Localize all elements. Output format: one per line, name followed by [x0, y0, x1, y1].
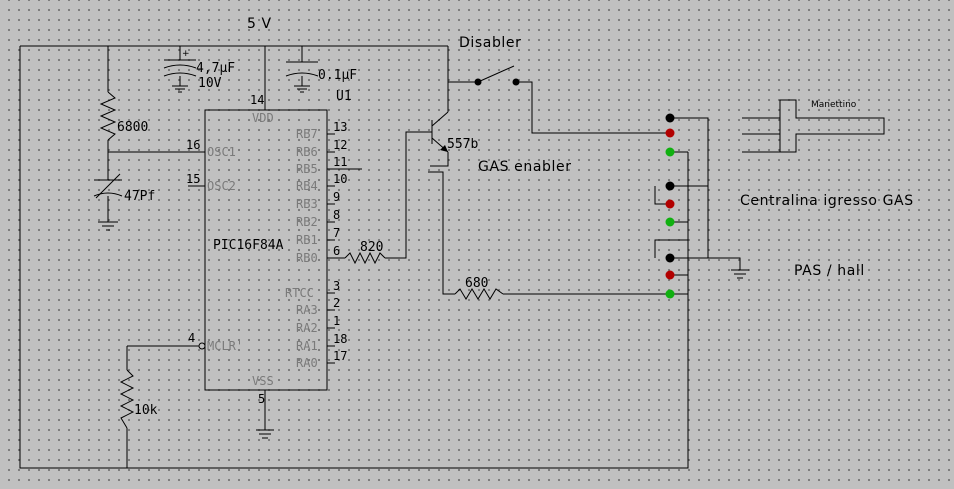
osc2-pin-num: 15 — [186, 172, 200, 186]
pin-name: RB2 — [296, 215, 318, 229]
chip-ref-label: U1 — [336, 89, 352, 104]
resistor-820 — [344, 251, 386, 265]
connector-pin-red[interactable] — [665, 128, 675, 138]
connector-pin-green[interactable] — [665, 147, 675, 157]
connector-pin-black[interactable] — [665, 253, 675, 263]
pin-num: 2 — [333, 296, 340, 310]
r-base-label: 820 — [360, 240, 383, 255]
mclr-pin-name: MCLR' — [207, 339, 243, 353]
capacitor-c1 — [163, 59, 197, 93]
connector-pin-red[interactable] — [665, 270, 675, 280]
capacitor-c3 — [93, 173, 123, 231]
disabler-label: Disabler — [459, 35, 522, 51]
pin-num: 12 — [333, 138, 347, 152]
ground-symbol — [256, 429, 274, 439]
vdd-pin-num: 14 — [250, 93, 264, 107]
c1-polarity-mark: + — [182, 49, 190, 59]
pin-name: RB6 — [296, 145, 318, 159]
connector-pin-red[interactable] — [665, 199, 675, 209]
transistor-557b — [431, 111, 449, 153]
pin-name: RA3 — [296, 303, 318, 317]
connector-dots — [665, 113, 675, 299]
throttle-manettino — [742, 99, 885, 153]
pin-name: RTCC — [285, 286, 314, 300]
ground-symbol — [731, 269, 749, 279]
ecu-connector-label: Centralina igresso GAS — [740, 193, 914, 209]
pin-num: 18 — [333, 332, 347, 346]
pin-num: 8 — [333, 208, 340, 222]
pin-num: 3 — [333, 279, 340, 293]
pin-name: RA2 — [296, 321, 318, 335]
vss-pin-num: 5 — [258, 392, 265, 406]
wires — [19, 45, 741, 469]
pin-name: RB4 — [296, 179, 318, 193]
transistor-label: 557b — [447, 137, 478, 152]
resistor-6800 — [99, 91, 117, 141]
osc1-pin-name: OSC1 — [207, 145, 236, 159]
osc2-pin-name: OSC2 — [207, 179, 236, 193]
pin-num: 9 — [333, 190, 340, 204]
pin-num: 7 — [333, 226, 340, 240]
pin-name: RA0 — [296, 356, 318, 370]
pin-num: 11 — [333, 155, 347, 169]
osc1-pin-num: 16 — [186, 138, 200, 152]
pin-name: RB0 — [296, 251, 318, 265]
r-osc-label: 6800 — [117, 120, 148, 135]
pin-num: 6 — [333, 244, 340, 258]
mclr-pin-num: 4 — [188, 331, 195, 345]
pin-name: RB1 — [296, 233, 318, 247]
throttle-label: Manettino — [811, 100, 857, 110]
sensor-connector-label: PAS / hall — [794, 263, 865, 279]
pin-num: 1 — [333, 314, 340, 328]
pin-name: RB5 — [296, 162, 318, 176]
capacitor-c2 — [285, 61, 319, 93]
c3-value-label: 47Pf — [124, 189, 155, 204]
gas-enabler-label: GAS enabler — [478, 159, 572, 175]
vdd-pin-name: VDD — [252, 111, 274, 125]
pin-num: 13 — [333, 120, 347, 134]
pin-name: RA1 — [296, 339, 318, 353]
mclr-inversion-bubble — [198, 342, 206, 350]
vss-pin-name: VSS — [252, 374, 274, 388]
pin-name: RB3 — [296, 197, 318, 211]
c1-voltage-label: 10V — [198, 76, 222, 91]
disabler-switch[interactable] — [474, 65, 520, 86]
connector-pin-black[interactable] — [665, 181, 675, 191]
resistor-10k — [119, 369, 135, 429]
supply-label: 5 V — [247, 16, 272, 32]
pic-chip-body — [204, 109, 328, 391]
r-mclr-label: 10k — [134, 403, 158, 418]
r-sense-label: 680 — [465, 276, 488, 291]
c1-value-label: 4,7µF — [196, 61, 235, 76]
resistor-680 — [454, 288, 504, 300]
connector-pin-green[interactable] — [665, 217, 675, 227]
connector-pin-green[interactable] — [665, 289, 675, 299]
connector-pin-black[interactable] — [665, 113, 675, 123]
pin-name: RB7 — [296, 127, 318, 141]
pin-num: 10 — [333, 172, 347, 186]
pin-num: 17 — [333, 349, 347, 363]
right-pin-labels: RB7 13 RB6 12 RB5 11 RB4 10 RB3 9 RB2 8 … — [285, 120, 347, 370]
chip-part-label: PIC16F84A — [213, 238, 284, 253]
chip-pin-stubs — [327, 133, 335, 364]
c2-value-label: 0.1µF — [318, 68, 357, 83]
